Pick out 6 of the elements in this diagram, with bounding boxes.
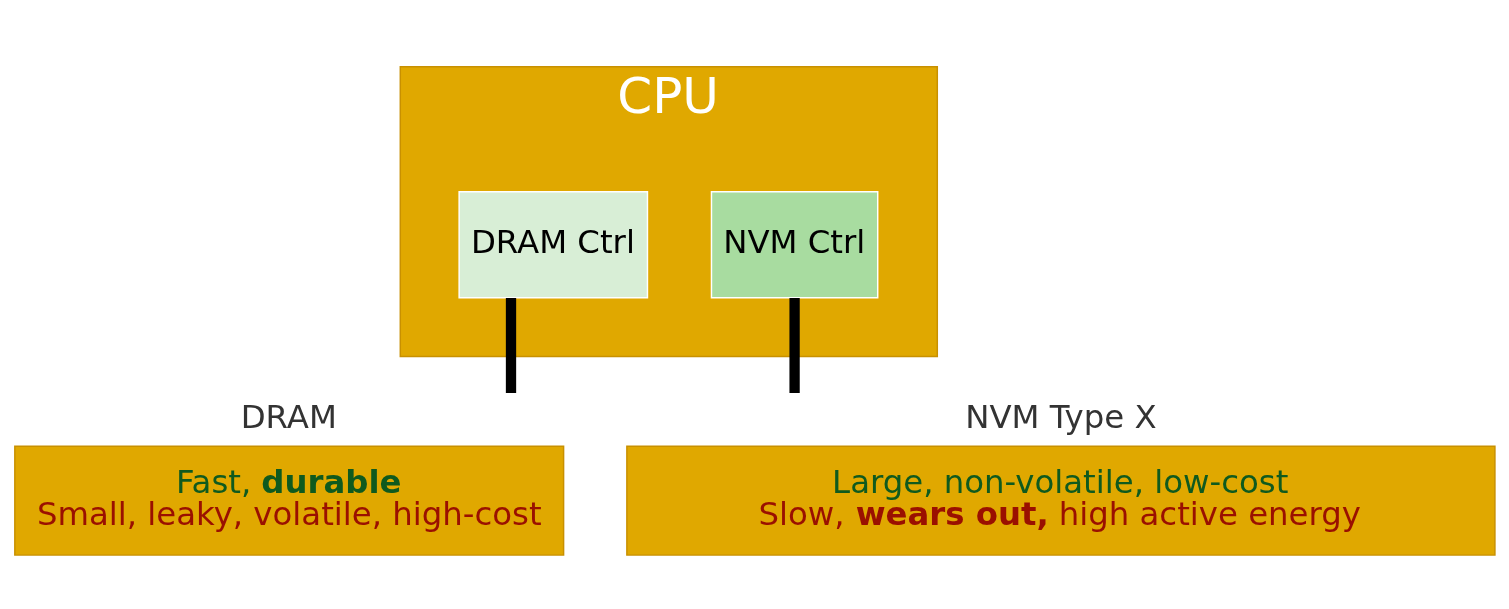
connector xyxy=(789,297,800,393)
node-box: NVM Ctrl xyxy=(710,190,879,298)
node-label: DRAM xyxy=(240,397,337,436)
connector xyxy=(505,297,517,393)
node-box: DRAM Ctrl xyxy=(458,190,649,298)
node-label: NVM Type X xyxy=(965,397,1157,436)
